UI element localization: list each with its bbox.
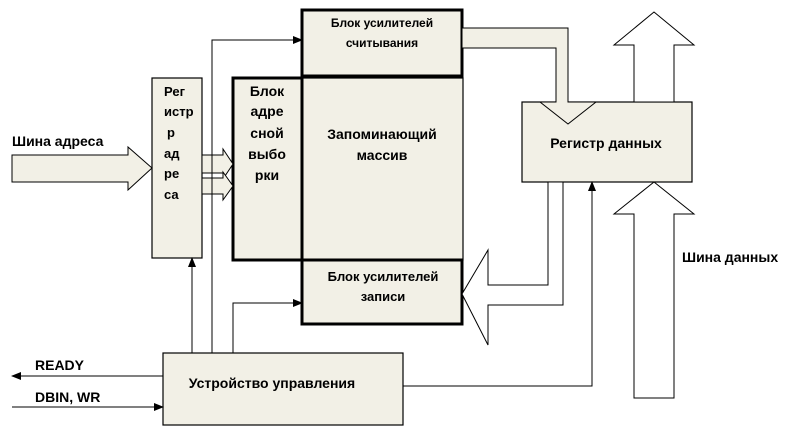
address-select-block: Блок адре сной выбо рки bbox=[231, 76, 304, 262]
address-register-line-5: ре bbox=[164, 166, 179, 181]
read-amplifier-block: Блок усилителей считывания bbox=[300, 8, 464, 78]
ready-label: READY bbox=[35, 357, 85, 373]
data-bus-out-arrow bbox=[612, 11, 696, 103]
address-select-line-2: адре bbox=[250, 103, 283, 119]
address-register-line-6: са bbox=[164, 187, 179, 202]
write-amp-line-1: Блок усилителей bbox=[328, 269, 439, 284]
address-register-line-2: истр bbox=[164, 104, 194, 119]
address-bus-label: Шина адреса bbox=[12, 133, 104, 149]
data-bus-label: Шина данных bbox=[682, 249, 778, 265]
write-amplifier-block: Блок усилителей записи bbox=[300, 258, 464, 326]
control-to-data-register-line bbox=[403, 181, 596, 387]
address-select-line-1: Блок bbox=[250, 83, 285, 99]
address-register-block: Рег истр р ад ре са bbox=[151, 77, 203, 259]
memory-array-line-1: Запоминающий bbox=[327, 126, 437, 142]
register-to-write-amp-arrow bbox=[461, 181, 564, 346]
control-lines bbox=[11, 36, 596, 411]
address-select-line-3: сной bbox=[250, 125, 283, 141]
address-register-line-3: р bbox=[167, 125, 175, 140]
read-amp-to-register-arrow bbox=[461, 27, 598, 125]
control-unit-block: Устройство управления bbox=[162, 352, 404, 426]
address-register-line-1: Рег bbox=[164, 84, 186, 99]
control-to-write-amp-line bbox=[232, 299, 303, 353]
read-amp-line-1: Блок усилителей bbox=[331, 16, 433, 30]
data-bus-in-arrow bbox=[612, 181, 696, 399]
address-bus-arrow bbox=[11, 145, 153, 192]
memory-array-line-2: массив bbox=[357, 147, 408, 163]
data-register-block: Регистр данных bbox=[521, 101, 693, 183]
write-amp-line-2: записи bbox=[361, 289, 406, 304]
register-to-select-arrow bbox=[201, 147, 234, 181]
dbin-wr-label: DBIN, WR bbox=[35, 389, 100, 405]
register-to-select-arrow-2 bbox=[201, 170, 234, 202]
control-to-read-amp-line bbox=[211, 36, 303, 353]
data-register-label: Регистр данных bbox=[550, 135, 662, 151]
control-unit-label: Устройство управления bbox=[189, 375, 355, 391]
read-amp-line-2: считывания bbox=[346, 36, 418, 50]
address-select-line-4: выбо bbox=[248, 146, 286, 162]
address-select-line-5: рки bbox=[255, 167, 279, 183]
address-register-line-4: ад bbox=[164, 146, 180, 161]
